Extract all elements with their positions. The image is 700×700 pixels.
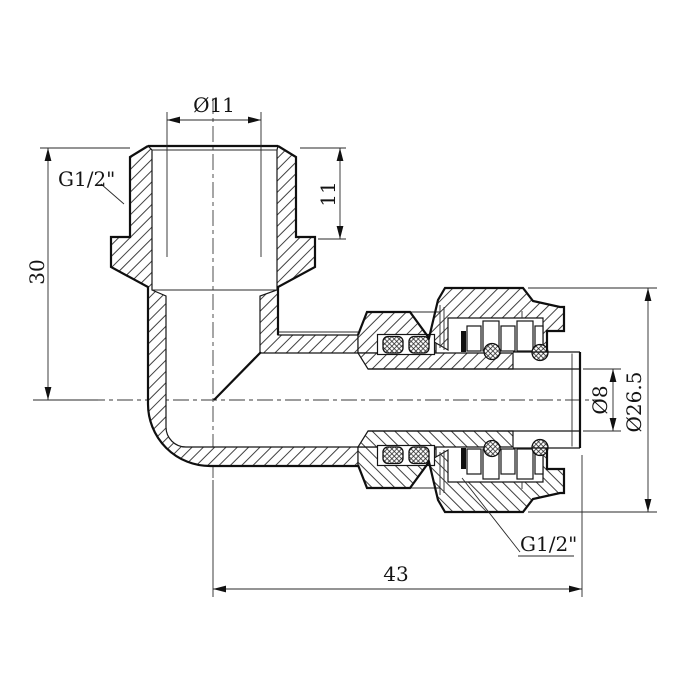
dimensions: Ø11 11 30 Ø8 Ø26.5 [25,93,657,597]
thread-label-top: G1/2" [58,167,115,191]
dimension-label-top-bore: Ø11 [193,93,235,117]
elbow-inner-wall-section [259,145,359,354]
thread-label-bottom: G1/2" [520,532,577,556]
bore-chamfer-line [213,351,262,401]
dimension-length: 43 [212,455,583,597]
oring-seal [408,335,430,354]
stem [368,351,582,449]
dimension-label-port-height: 30 [25,259,49,284]
elbow-details [109,112,358,468]
thread-minor-lines [166,112,262,257]
dimension-outer-diameter: Ø26.5 [528,287,657,513]
oring-seal [382,335,404,354]
leader-bottom-thread [461,477,574,557]
dimension-thread-depth: 11 [300,147,346,240]
compression-body-mirror [356,429,566,514]
stem-bore-lines [368,368,580,432]
dimension-label-outer-diameter: Ø26.5 [622,372,646,433]
compression-body-half [356,286,566,370]
grip-ring-teeth [466,320,544,352]
thread-labels: G1/2" G1/2" [58,167,577,557]
body-nut-outline [356,286,566,352]
dimension-label-stem-bore: Ø8 [588,385,612,414]
dimension-label-thread-depth: 11 [316,181,340,206]
dimension-top-bore: Ø11 [167,93,261,124]
leader-top-thread [100,183,125,205]
elbow-left-profile [109,145,358,468]
dimension-label-length: 43 [383,562,408,586]
grip-oring [483,342,501,361]
dimension-port-height: 30 [25,147,130,401]
stem-outer-lines [513,351,580,449]
nut-thread-lines [410,305,523,350]
centerlines [33,98,600,480]
split-ring-end [461,331,466,352]
dimension-stem-bore: Ø8 [583,368,621,432]
elbow-right-profile [276,145,317,335]
